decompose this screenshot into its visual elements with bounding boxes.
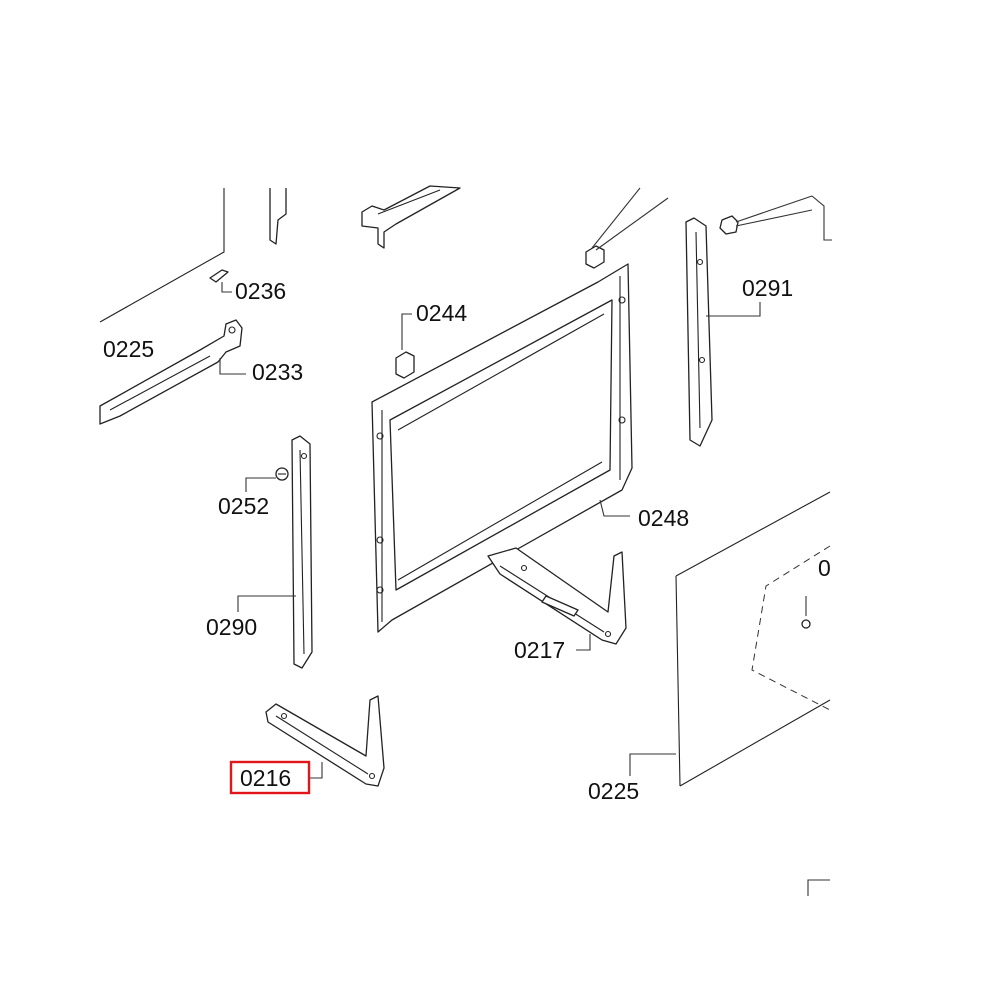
label-0217: 0217 [514, 637, 565, 663]
label-0248: 0248 [638, 505, 689, 531]
label-0216: 0216 [240, 765, 291, 791]
label-partial-right: 0 [818, 555, 831, 581]
part-0216-hinge [265, 695, 385, 787]
part-0244-clip [395, 351, 415, 379]
label-0225-top: 0225 [103, 336, 154, 362]
top-hinge-bar [361, 185, 461, 249]
screw-top-right [719, 215, 739, 235]
label-0225-bottom: 0225 [588, 778, 639, 804]
label-0290: 0290 [206, 614, 257, 640]
rod-top-left [269, 188, 287, 245]
glass-panel-top-left [99, 188, 225, 323]
part-0217-hinge [487, 547, 627, 645]
label-0291: 0291 [742, 275, 793, 301]
label-0252: 0252 [218, 493, 269, 519]
outer-glass-panel [675, 491, 831, 787]
highlight-box-0216 [229, 760, 311, 795]
label-0244: 0244 [416, 300, 467, 326]
part-0291-rail [685, 217, 713, 447]
part-0290-rail [291, 435, 313, 669]
part-0252-screw [275, 467, 289, 481]
part-0233-bracket [99, 319, 243, 425]
label-0236: 0236 [235, 278, 286, 304]
top-frame-clip [585, 245, 605, 269]
inner-door-frame [371, 263, 633, 633]
label-0233: 0233 [252, 359, 303, 385]
part-0236 [209, 269, 229, 283]
